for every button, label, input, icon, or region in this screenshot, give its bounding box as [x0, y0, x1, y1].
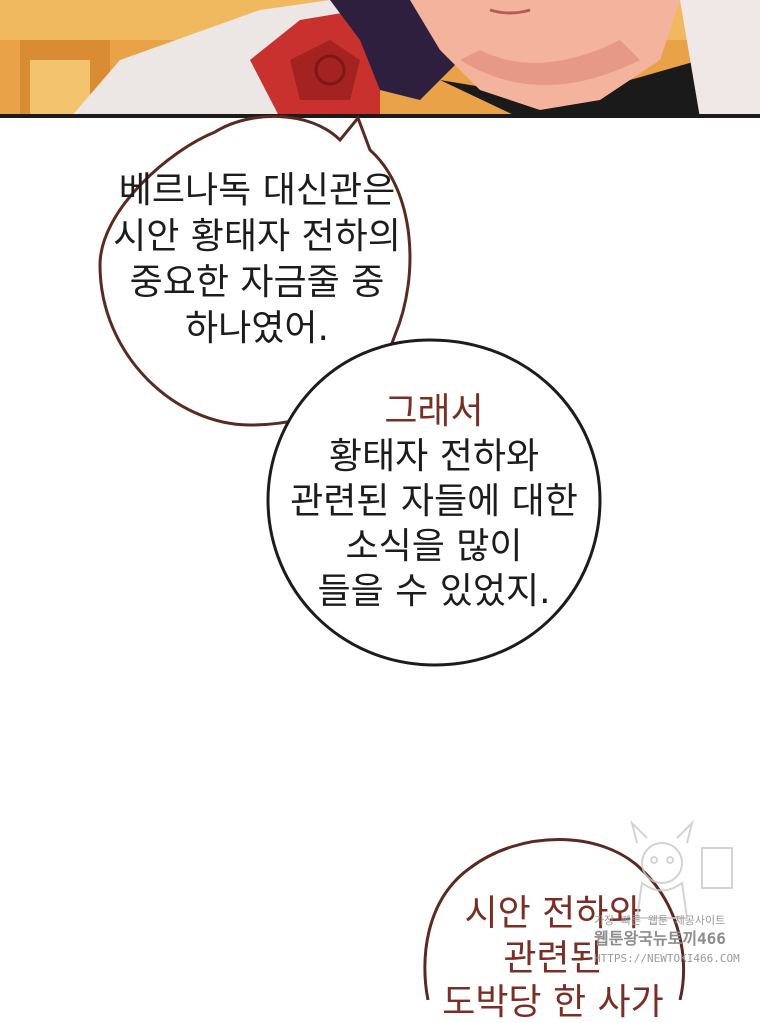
- character-illustration: [0, 0, 760, 118]
- bubble-2-line-3: 관련된 자들에 대한: [290, 481, 578, 522]
- watermark-mascot-icon: [630, 819, 733, 919]
- comic-panel-illustration: [0, 0, 760, 118]
- speech-bubbles: [98, 115, 686, 1000]
- bubble-1-line-3: 중요한 자금줄 중: [129, 262, 385, 303]
- watermark-line-1: 가장 빠른 웹툰 제공사이트: [594, 914, 726, 927]
- bubble-3-line-2: 관련된: [503, 938, 603, 979]
- speech-bubble-2: [266, 338, 602, 667]
- speech-bubble-3: [423, 838, 686, 1000]
- watermark-line-2: 웹툰왕국뉴토끼466: [594, 929, 726, 948]
- watermark-line-3: HTTPS://NEWTOKI466.COM: [594, 952, 740, 965]
- bubble-2-line-4: 소식을 많이: [345, 526, 523, 567]
- bubble-1-line-2: 시안 황태자 전하의: [113, 216, 401, 257]
- bubble-2-line-2: 황태자 전하와: [328, 436, 540, 477]
- bubble-2-line-1: 그래서: [384, 391, 484, 432]
- site-watermark: 가장 빠른 웹툰 제공사이트 웹툰왕국뉴토끼466 HTTPS://NEWTOK…: [592, 818, 760, 1000]
- bubble-2-line-5: 들을 수 있었지.: [317, 571, 551, 612]
- bubble-1-line-4: 하나였어.: [185, 308, 329, 349]
- panel-border: [0, 114, 760, 118]
- bubble-3-line-1: 시안 전하와: [464, 893, 642, 934]
- bubble-1-line-1: 베르나독 대신관은: [118, 170, 396, 211]
